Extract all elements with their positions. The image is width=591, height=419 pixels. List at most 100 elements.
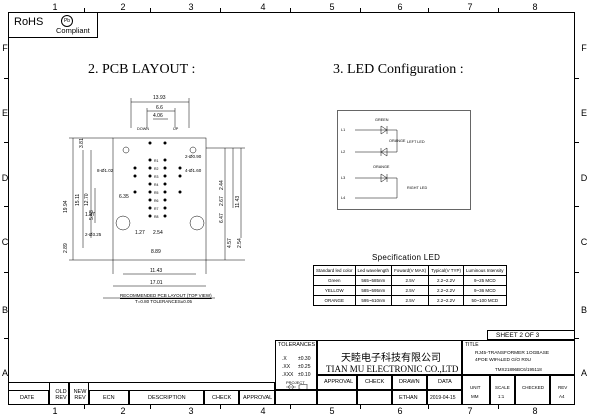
hole-label: 2-Ø3.25 [85,232,102,237]
sheet-box: SHEET 2 OF 3 [487,330,575,340]
table-row: ORANGE 595~610nm 2.5V 2.2~2.2V 50~100 MC… [313,295,507,306]
pin-label: R2 [154,167,159,171]
led-side-label: RIGHT LED [407,186,427,190]
row-label: B [580,305,587,315]
table-header: Led wavelength [354,265,393,276]
dim-label: 3.81 [79,138,85,148]
col-label: 4 [260,406,266,416]
dim-label: 2.54 [153,230,163,236]
table-cell: 2.5V [391,275,430,286]
pcb-tolerance-caption: T=0.80 TOLERANCES±0.05 [135,299,192,304]
approval-label: APPROVAL [324,379,354,385]
tol-key: .XXX [282,372,294,378]
led-config-title: 3. LED Configuration : [333,62,464,77]
row-label: C [1,237,9,247]
checked-cell: CHECKED [515,375,550,405]
approval-value-cell [317,390,357,405]
date-label: DATA [438,379,452,385]
table-cell: 2.5V [391,295,430,306]
pin-label: R6 [154,199,159,203]
scale-cell: SCALE 1:1 [490,375,515,405]
col-label: 5 [329,406,335,416]
dim-label: 12.70 [84,193,90,206]
pcb-layout-drawing: 13.93 6.6 4.06 DOWN UP 3.81 8-Ø1.02 2-Ø0… [63,95,245,299]
led-color-label: ORANGE [373,165,390,169]
down-label: DOWN [137,127,149,131]
spec-led-table: Standard led color Led wavelength Foward… [313,265,507,306]
table-cell: Green [313,275,356,286]
rev-col-old: OLD REV [49,382,69,405]
table-cell: YELLOW [313,285,356,296]
dim-label: 11.43 [235,196,241,208]
table-cell: 9~25 MCD [463,275,507,286]
up-label: UP [173,127,179,131]
title-label: TITLE [465,342,479,348]
tol-key: .X [282,356,287,362]
led-pin-label: L3 [341,176,345,180]
tolerances-footer [275,390,317,405]
dim-label: 2.89 [63,243,69,253]
drawn-label: DRAWN [399,379,420,385]
pin-label: R1 [154,159,159,163]
check-cell: CHECK [357,375,392,390]
dim-label: 1.27 [85,212,95,218]
rev-header: DATE [20,395,35,401]
pin-label: R7 [154,207,159,211]
drawn-by: ETHAN [399,395,418,401]
rev-header: OLD REV [55,389,67,401]
unit-label: UNIT [470,385,481,390]
projection-icon [286,384,308,390]
sheet-number: SHEET 2 OF 3 [496,332,540,339]
col-label: 2 [120,406,126,416]
table-cell: 595~610nm [354,295,393,306]
col-label: 3 [188,406,194,416]
date-cell: DATA [427,375,462,390]
date-value: 2019-04-15 [430,395,456,401]
table-header: Luminous Intensity [463,265,507,276]
unit-cell: UNIT MM [462,375,490,405]
dim-label: 8.89 [151,249,161,255]
pcb-caption: RECOMMENDED PCB LAYOUT (TOP VIEW) [120,293,212,298]
table-header: Foward(V MAX) [391,265,430,276]
rev-header: NEW REV [73,389,87,401]
table-cell: 585~595nm [354,285,393,296]
table-cell: 2.2~2.2V [428,275,465,286]
pin-label: R5 [154,191,159,195]
unit-value: MM [471,394,479,399]
rev-col-approval: APPROVAL [239,390,275,405]
rev-header: CHECK [212,395,232,401]
table-cell: 2.2~2.2V [428,285,465,296]
table-cell: 2.5V [391,285,430,296]
tol-value: ±0.25 [298,364,311,370]
pb-free-icon: Pb [61,15,73,27]
part-number: TMX21896BC6/195118 [495,367,542,372]
tol-key: .XX [282,364,291,370]
table-header: Typical(V TYP) [428,265,465,276]
table-header: Standard led color [313,265,356,276]
col-label: 1 [52,406,58,416]
col-label: 4 [260,2,266,12]
led-color-label: GREEN [375,118,389,122]
dim-label: 11.43 [150,268,162,274]
dim-label: 4.06 [153,113,163,119]
dim-label: 2.67 [219,196,225,206]
company-box: 天睦电子科技有限公司 TIAN MU ELECTRONIC CO.,LTD [317,340,462,375]
title-line-1: RJ45-TRANSFORMER 1OGBASE [475,351,550,356]
rev-col-ecn: ECN [89,390,129,405]
tol-value: ±0.30 [298,356,311,362]
dim-label: 13.93 [153,95,166,101]
hole-label: 8-Ø1.02 [97,168,114,173]
dim-label: 5.43 [89,210,95,220]
date-value-cell: 2019-04-15 [427,390,462,405]
rev-header: ECN [103,395,115,401]
dim-label: 15.11 [75,194,81,206]
col-label: 1 [52,2,58,12]
tolerances-label: TOLERANCES [278,342,316,348]
rev-value: A4 [559,394,565,399]
col-label: 8 [532,406,538,416]
tol-value: ±0.10 [298,372,311,378]
hole-label: 2-Ø0.90 [185,154,202,159]
table-row: Green 565~585nm 2.5V 2.2~2.2V 9~25 MCD [313,275,507,286]
led-pin-label: L4 [341,196,345,200]
table-cell: 2.2~2.2V [428,295,465,306]
